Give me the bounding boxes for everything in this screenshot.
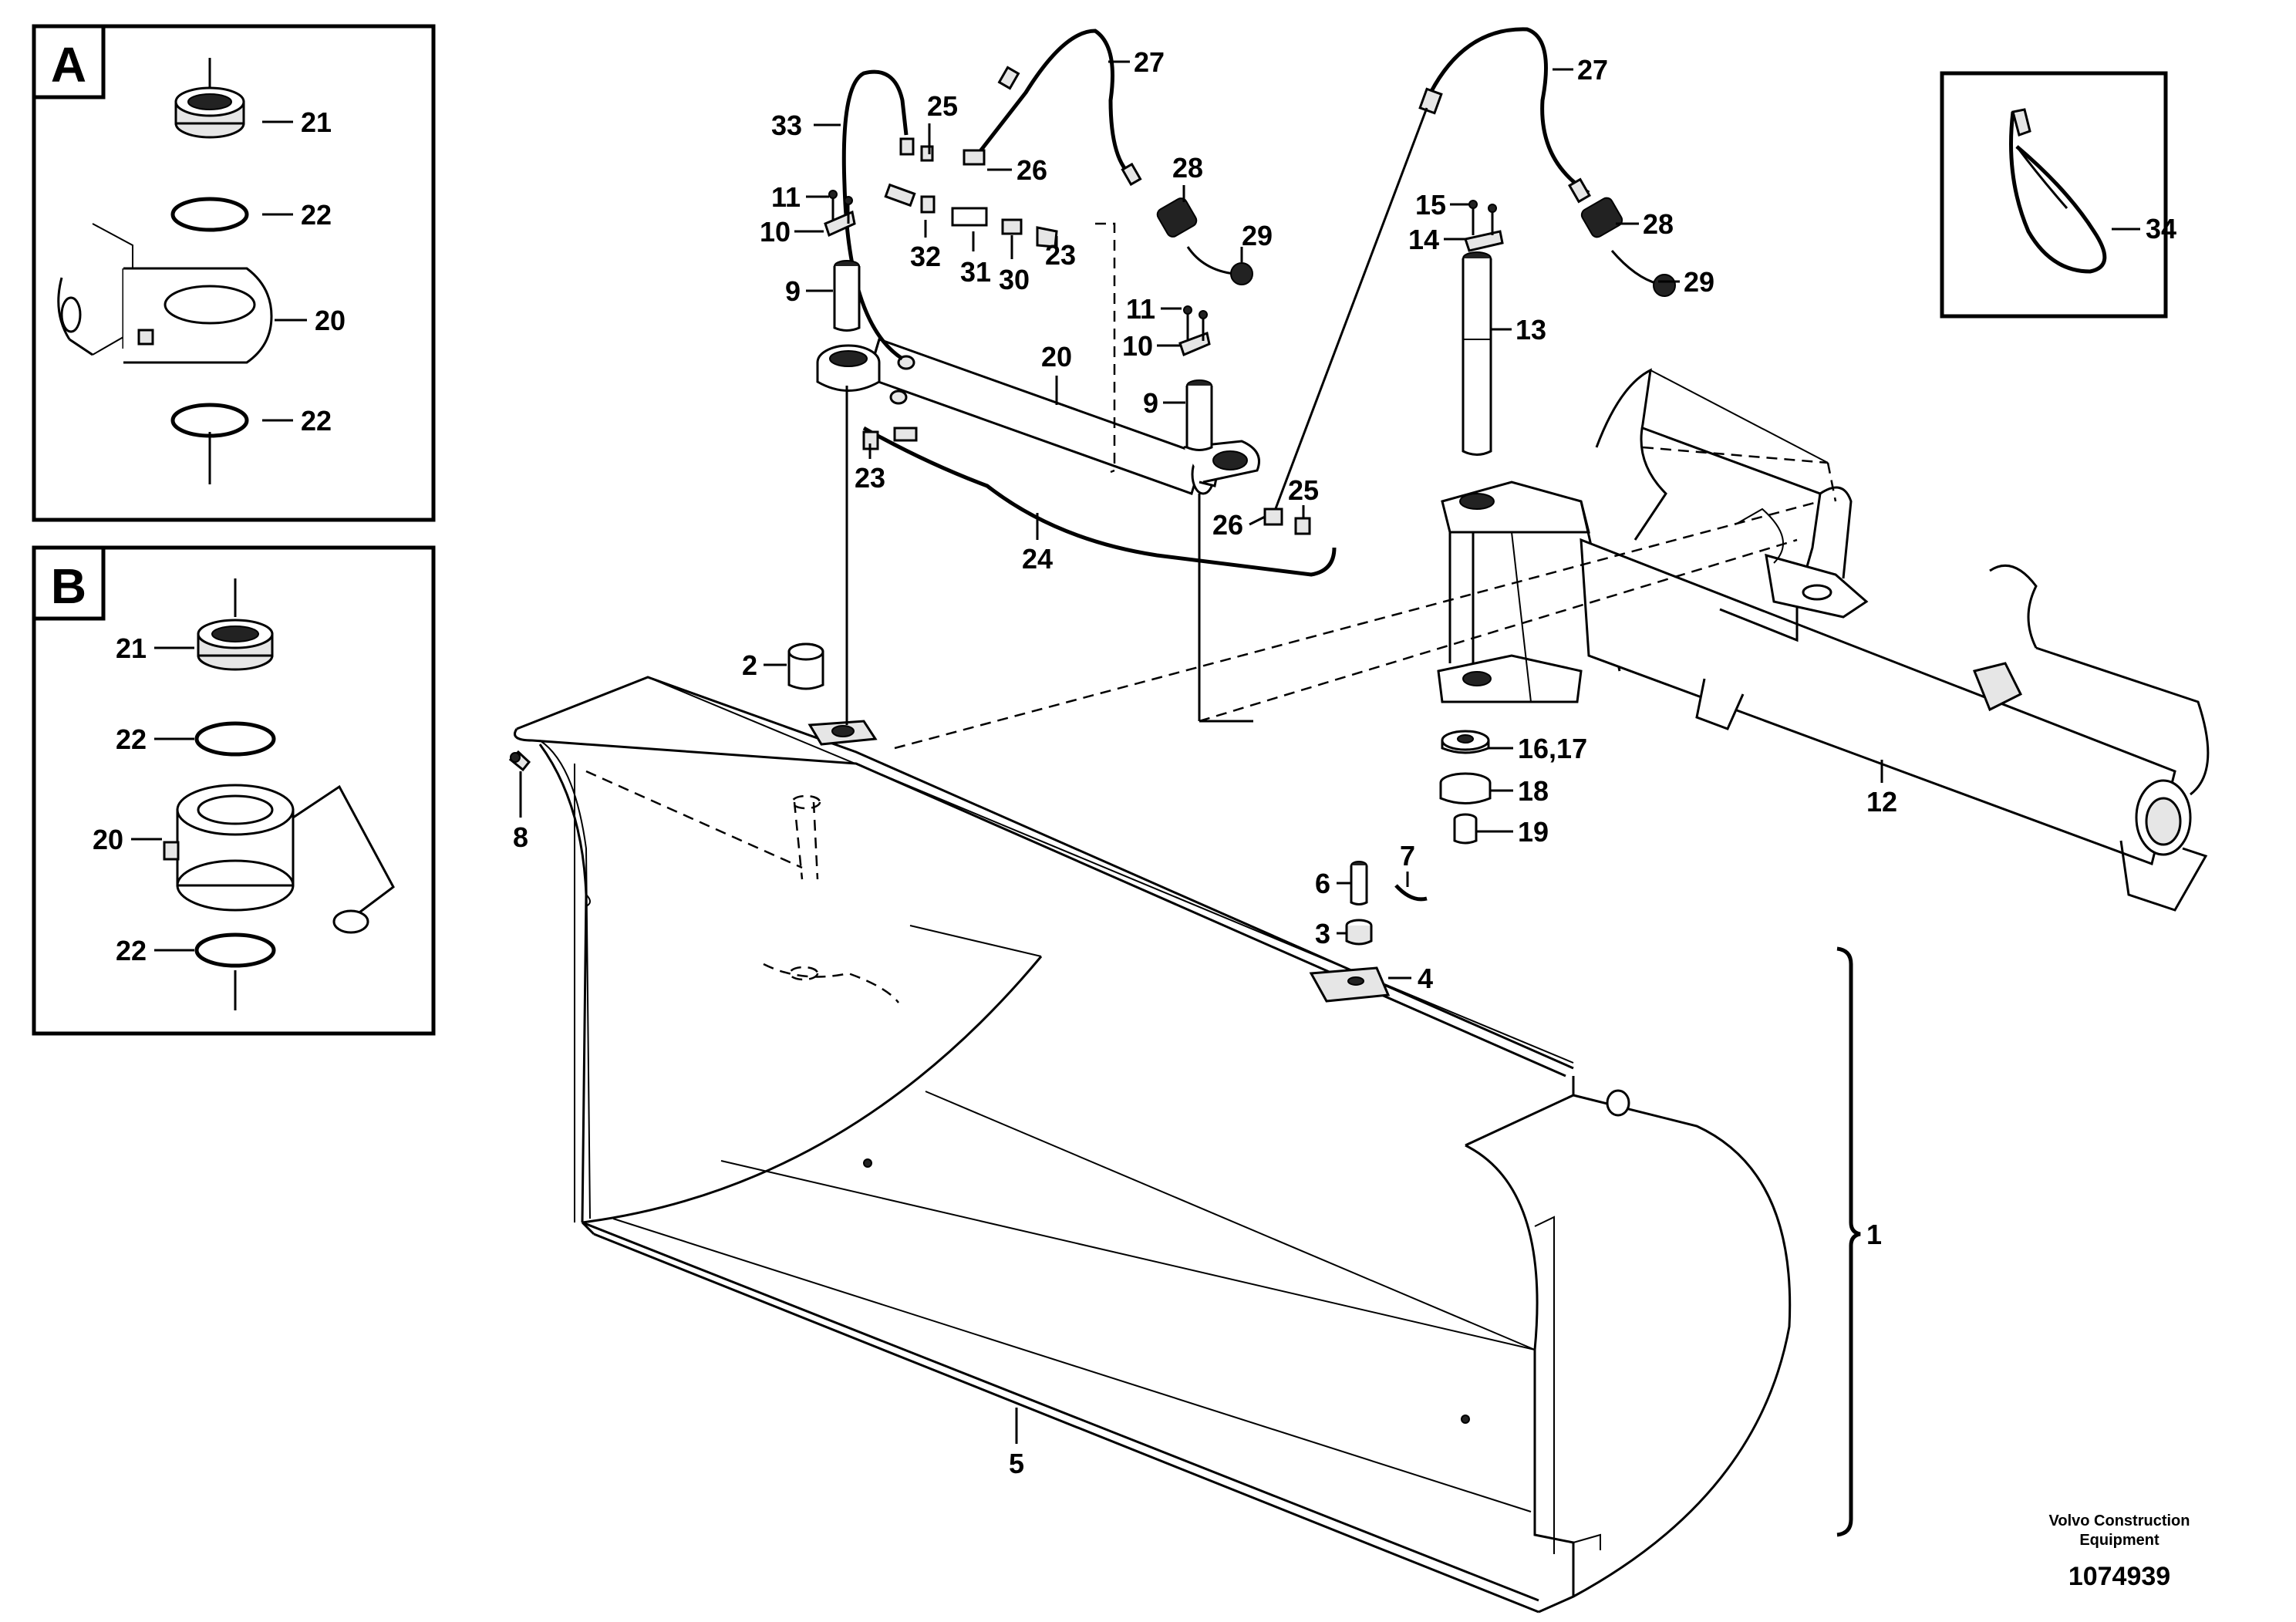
o-ring-icon <box>170 403 249 438</box>
callout-29-right: 29 <box>1684 266 1714 298</box>
callout-1: 1 <box>1866 1219 1882 1250</box>
detail-a-label-20: 20 <box>315 305 346 336</box>
callout-labels: 27 33 25 26 11 10 32 31 30 23 28 29 9 20… <box>513 46 1897 1479</box>
detail-b-label-20: 20 <box>93 824 123 855</box>
callout-28: 28 <box>1172 152 1203 184</box>
callout-10-right: 10 <box>1122 330 1153 362</box>
detail-b-label-22: 22 <box>116 723 147 755</box>
detail-cable-tie-frame <box>1940 71 2168 319</box>
callout-33: 33 <box>771 110 802 141</box>
cable-tie-icon <box>2009 108 2107 274</box>
attachment-frame <box>585 27 2210 946</box>
hose-fitting-icon <box>862 66 1142 450</box>
detail-cable-tie-panel: 34 <box>1940 71 2176 319</box>
o-ring-icon <box>194 721 276 757</box>
callout-24: 24 <box>1022 543 1053 575</box>
bushing-icon <box>787 642 824 690</box>
callout-11-right: 11 <box>1126 293 1155 325</box>
seal-ring-icon <box>197 619 274 671</box>
callout-31: 31 <box>960 256 991 288</box>
detail-b-letter: B <box>51 558 86 614</box>
washer-icon <box>1441 730 1490 754</box>
callout-27-right: 27 <box>1577 54 1608 86</box>
brand-line-2: Equipment <box>2079 1532 2159 1549</box>
detail-b-label-22-lower: 22 <box>116 935 147 966</box>
assembly-bracket <box>1836 946 1861 1537</box>
bolt-plate-icon <box>1464 200 1504 252</box>
callout-11: 11 <box>771 181 801 213</box>
callout-4: 4 <box>1418 963 1433 994</box>
washer-icon <box>1439 772 1492 804</box>
bolt-plate-icon <box>1178 305 1211 357</box>
callout-32: 32 <box>910 241 941 272</box>
callout-23: 23 <box>1045 239 1076 271</box>
callout-26-right: 26 <box>1212 509 1243 541</box>
cylinder-eye-icon <box>57 223 273 364</box>
callout-19: 19 <box>1518 816 1549 848</box>
callout-27: 27 <box>1134 46 1165 78</box>
pin-icon <box>1350 861 1368 905</box>
detail-b-label-21: 21 <box>116 632 147 664</box>
brand-line-1: Volvo Construction <box>2049 1512 2190 1529</box>
document-number: 1074939 <box>2068 1562 2170 1591</box>
o-ring-icon <box>194 932 276 968</box>
footer: Volvo Construction Equipment 1074939 <box>2049 1512 2190 1591</box>
callout-16-17: 16,17 <box>1518 733 1587 764</box>
callout-13: 13 <box>1515 314 1546 346</box>
callout-2: 2 <box>742 649 757 681</box>
seal-ring-icon <box>174 86 245 139</box>
grease-nipple-icon <box>508 750 531 772</box>
callout-3: 3 <box>1315 918 1330 949</box>
callout-14: 14 <box>1408 224 1439 255</box>
callout-29: 29 <box>1242 220 1273 251</box>
detail-b-letter-box <box>32 545 106 621</box>
detail-a-panel: A 21 22 20 <box>32 24 436 522</box>
bolt-plate-icon <box>824 190 856 238</box>
callout-23-lower: 23 <box>855 462 885 494</box>
callout-5: 5 <box>1009 1448 1024 1479</box>
callout-25-right: 25 <box>1288 474 1319 506</box>
callout-12: 12 <box>1866 786 1897 818</box>
detail-b-frame <box>32 545 436 1036</box>
detail-a-letter: A <box>51 37 86 93</box>
breather-icon <box>1156 197 1253 285</box>
pin-icon <box>1462 251 1492 456</box>
callout-28-right: 28 <box>1643 208 1674 240</box>
breather-icon <box>1580 197 1676 297</box>
callout-7: 7 <box>1400 840 1415 872</box>
clip-icon <box>1394 884 1428 902</box>
detail-a-letter-box <box>32 24 106 99</box>
bolt-icon <box>1453 813 1478 845</box>
label-34: 34 <box>2146 213 2176 244</box>
detail-a-label-22: 22 <box>301 199 332 231</box>
bucket <box>508 642 1792 1614</box>
pin-icon <box>1185 379 1213 451</box>
pin-icon <box>833 260 861 332</box>
detail-a-frame <box>32 24 436 522</box>
detail-a-label-22-lower: 22 <box>301 405 332 437</box>
detail-b-panel: B 21 22 20 22 <box>32 545 436 1036</box>
cylinder-eye-icon <box>163 784 395 934</box>
callout-10: 10 <box>760 216 791 248</box>
callout-26: 26 <box>1017 154 1047 186</box>
callout-15: 15 <box>1415 189 1446 221</box>
callout-9: 9 <box>785 275 801 307</box>
callout-9-right: 9 <box>1143 387 1158 419</box>
callout-8: 8 <box>513 821 528 853</box>
detail-a-label-21: 21 <box>301 106 332 138</box>
callout-6: 6 <box>1315 868 1330 899</box>
o-ring-icon <box>170 197 249 232</box>
callout-20: 20 <box>1041 341 1072 373</box>
callout-25: 25 <box>927 90 958 122</box>
callout-18: 18 <box>1518 775 1549 807</box>
tilt-cylinder <box>816 29 1337 725</box>
leader-lines <box>519 60 1883 1537</box>
bushing-icon <box>1345 919 1373 946</box>
callout-30: 30 <box>999 264 1030 295</box>
